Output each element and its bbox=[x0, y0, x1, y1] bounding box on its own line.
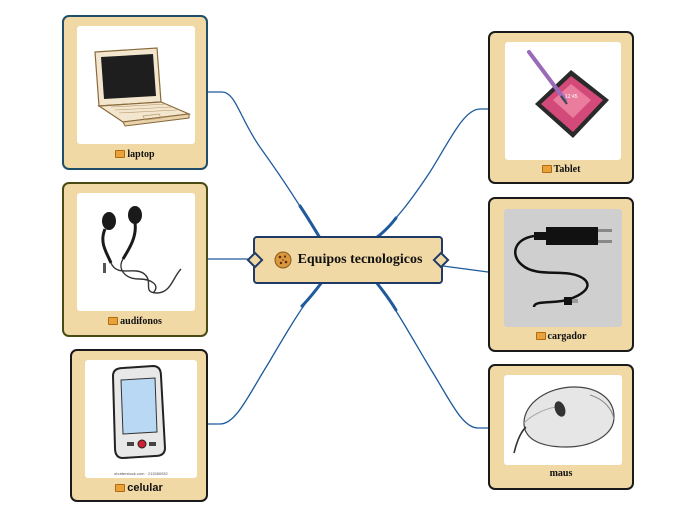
node-celular[interactable]: shutterstock.com · 211580932 celular bbox=[70, 349, 208, 502]
node-tablet[interactable]: 12:45 Tablet bbox=[488, 31, 634, 184]
box-icon bbox=[108, 317, 119, 325]
box-icon bbox=[535, 332, 546, 340]
earphones-image bbox=[77, 193, 195, 311]
svg-text:12:45: 12:45 bbox=[565, 94, 578, 100]
cellphone-image: shutterstock.com · 211580932 bbox=[85, 360, 197, 478]
box-icon bbox=[115, 484, 126, 492]
laptop-image bbox=[77, 26, 195, 144]
connector-cargador bbox=[442, 265, 489, 273]
central-topic[interactable]: Equipos tecnologicos bbox=[246, 236, 450, 284]
node-cargador[interactable]: cargador bbox=[488, 197, 634, 352]
node-cargador-label: cargador bbox=[490, 331, 632, 342]
box-icon bbox=[115, 150, 126, 158]
image-watermark: shutterstock.com · 211580932 bbox=[114, 471, 168, 476]
node-laptop[interactable]: laptop bbox=[62, 15, 208, 170]
node-audifonos-label: audifonos bbox=[64, 316, 206, 327]
node-audifonos[interactable]: audifonos bbox=[62, 182, 208, 337]
mouse-image bbox=[504, 375, 622, 465]
connector-laptop bbox=[207, 91, 319, 237]
node-maus-label: maus bbox=[549, 468, 573, 479]
node-celular-label: celular bbox=[72, 482, 206, 494]
charger-image bbox=[504, 209, 622, 327]
node-laptop-label: laptop bbox=[64, 149, 206, 160]
connector-tablet bbox=[377, 108, 489, 237]
tablet-image: 12:45 bbox=[505, 42, 621, 160]
node-tablet-label: Tablet bbox=[490, 164, 632, 175]
node-maus[interactable]: maus bbox=[488, 364, 634, 490]
box-icon bbox=[541, 165, 552, 173]
central-title: Equipos tecnologicos bbox=[297, 252, 423, 267]
cookie-icon bbox=[274, 251, 292, 269]
